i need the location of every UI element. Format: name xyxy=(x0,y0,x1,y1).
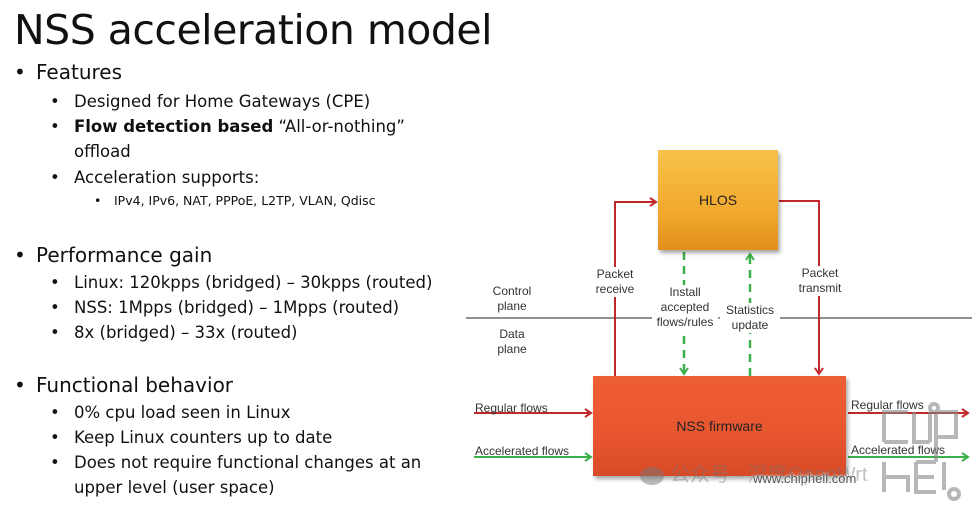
functional-item-continued: upper level (user space) xyxy=(74,478,275,497)
control-plane-label: Control plane xyxy=(492,284,532,313)
feature-item: •Designed for Home Gateways (CPE) xyxy=(50,92,371,111)
nss-diagram: HLOS NSS firmware Packet receive Packet … xyxy=(460,140,979,513)
packet-transmit-label: Packet transmit xyxy=(791,266,849,296)
section-performance: •Performance gain xyxy=(14,243,213,267)
functional-item: •Does not require functional changes at … xyxy=(50,453,422,472)
bullet-icon: • xyxy=(14,373,26,397)
nss-firmware-box: NSS firmware xyxy=(593,376,846,476)
feature-item: •Flow detection based “All-or-nothing” xyxy=(50,117,405,136)
bullet-icon: • xyxy=(94,193,102,208)
bullet-icon: • xyxy=(50,168,60,187)
bullet-icon: • xyxy=(50,117,60,136)
bullet-icon: • xyxy=(14,243,26,267)
packet-receive-arrow xyxy=(614,197,658,376)
hlos-box: HLOS xyxy=(658,150,778,250)
performance-item: •8x (bridged) – 33x (routed) xyxy=(50,323,298,342)
packet-receive-label: Packet receive xyxy=(587,267,643,297)
install-rules-label: Install accepted flows/rules xyxy=(652,285,718,330)
bullet-icon: • xyxy=(50,323,60,342)
bullet-icon: • xyxy=(50,92,60,111)
regular-flows-out-label: Regular flows xyxy=(851,398,924,412)
bullet-icon: • xyxy=(50,403,60,422)
site-watermark: www.chiphell.com xyxy=(753,471,857,486)
functional-item: •0% cpu load seen in Linux xyxy=(50,403,291,422)
section-functional: •Functional behavior xyxy=(14,373,234,397)
performance-item: •Linux: 120kpps (bridged) – 30kpps (rout… xyxy=(50,273,433,292)
wechat-icon xyxy=(640,466,664,485)
bullet-icon: • xyxy=(14,60,26,84)
performance-item: •NSS: 1Mpps (bridged) – 1Mpps (routed) xyxy=(50,298,400,317)
statistics-update-label: Statistics update xyxy=(720,303,780,333)
bullet-icon: • xyxy=(50,453,60,472)
feature-item: •Acceleration supports: xyxy=(50,168,260,187)
bullet-icon: • xyxy=(50,428,60,447)
data-plane-label: Data plane xyxy=(497,327,527,356)
chiphell-logo-icon xyxy=(878,402,966,502)
feature-subitem: •IPv4, IPv6, NAT, PPPoE, L2TP, VLAN, Qdi… xyxy=(94,193,376,208)
bullet-icon: • xyxy=(50,273,60,292)
accelerated-flows-in-label: Accelerated flows xyxy=(475,444,570,458)
regular-flows-in-label: Regular flows xyxy=(475,401,548,415)
wechat-watermark: 公众号 · 深度OpenWrt xyxy=(640,458,867,487)
packet-transmit-arrow xyxy=(779,200,824,376)
bullet-icon: • xyxy=(50,298,60,317)
functional-item: •Keep Linux counters up to date xyxy=(50,428,333,447)
accelerated-flows-out-label: Accelerated flows xyxy=(851,443,946,457)
slide-title: NSS acceleration model xyxy=(14,6,493,54)
feature-item-continued: offload xyxy=(74,142,131,161)
section-features: •Features xyxy=(14,60,122,84)
